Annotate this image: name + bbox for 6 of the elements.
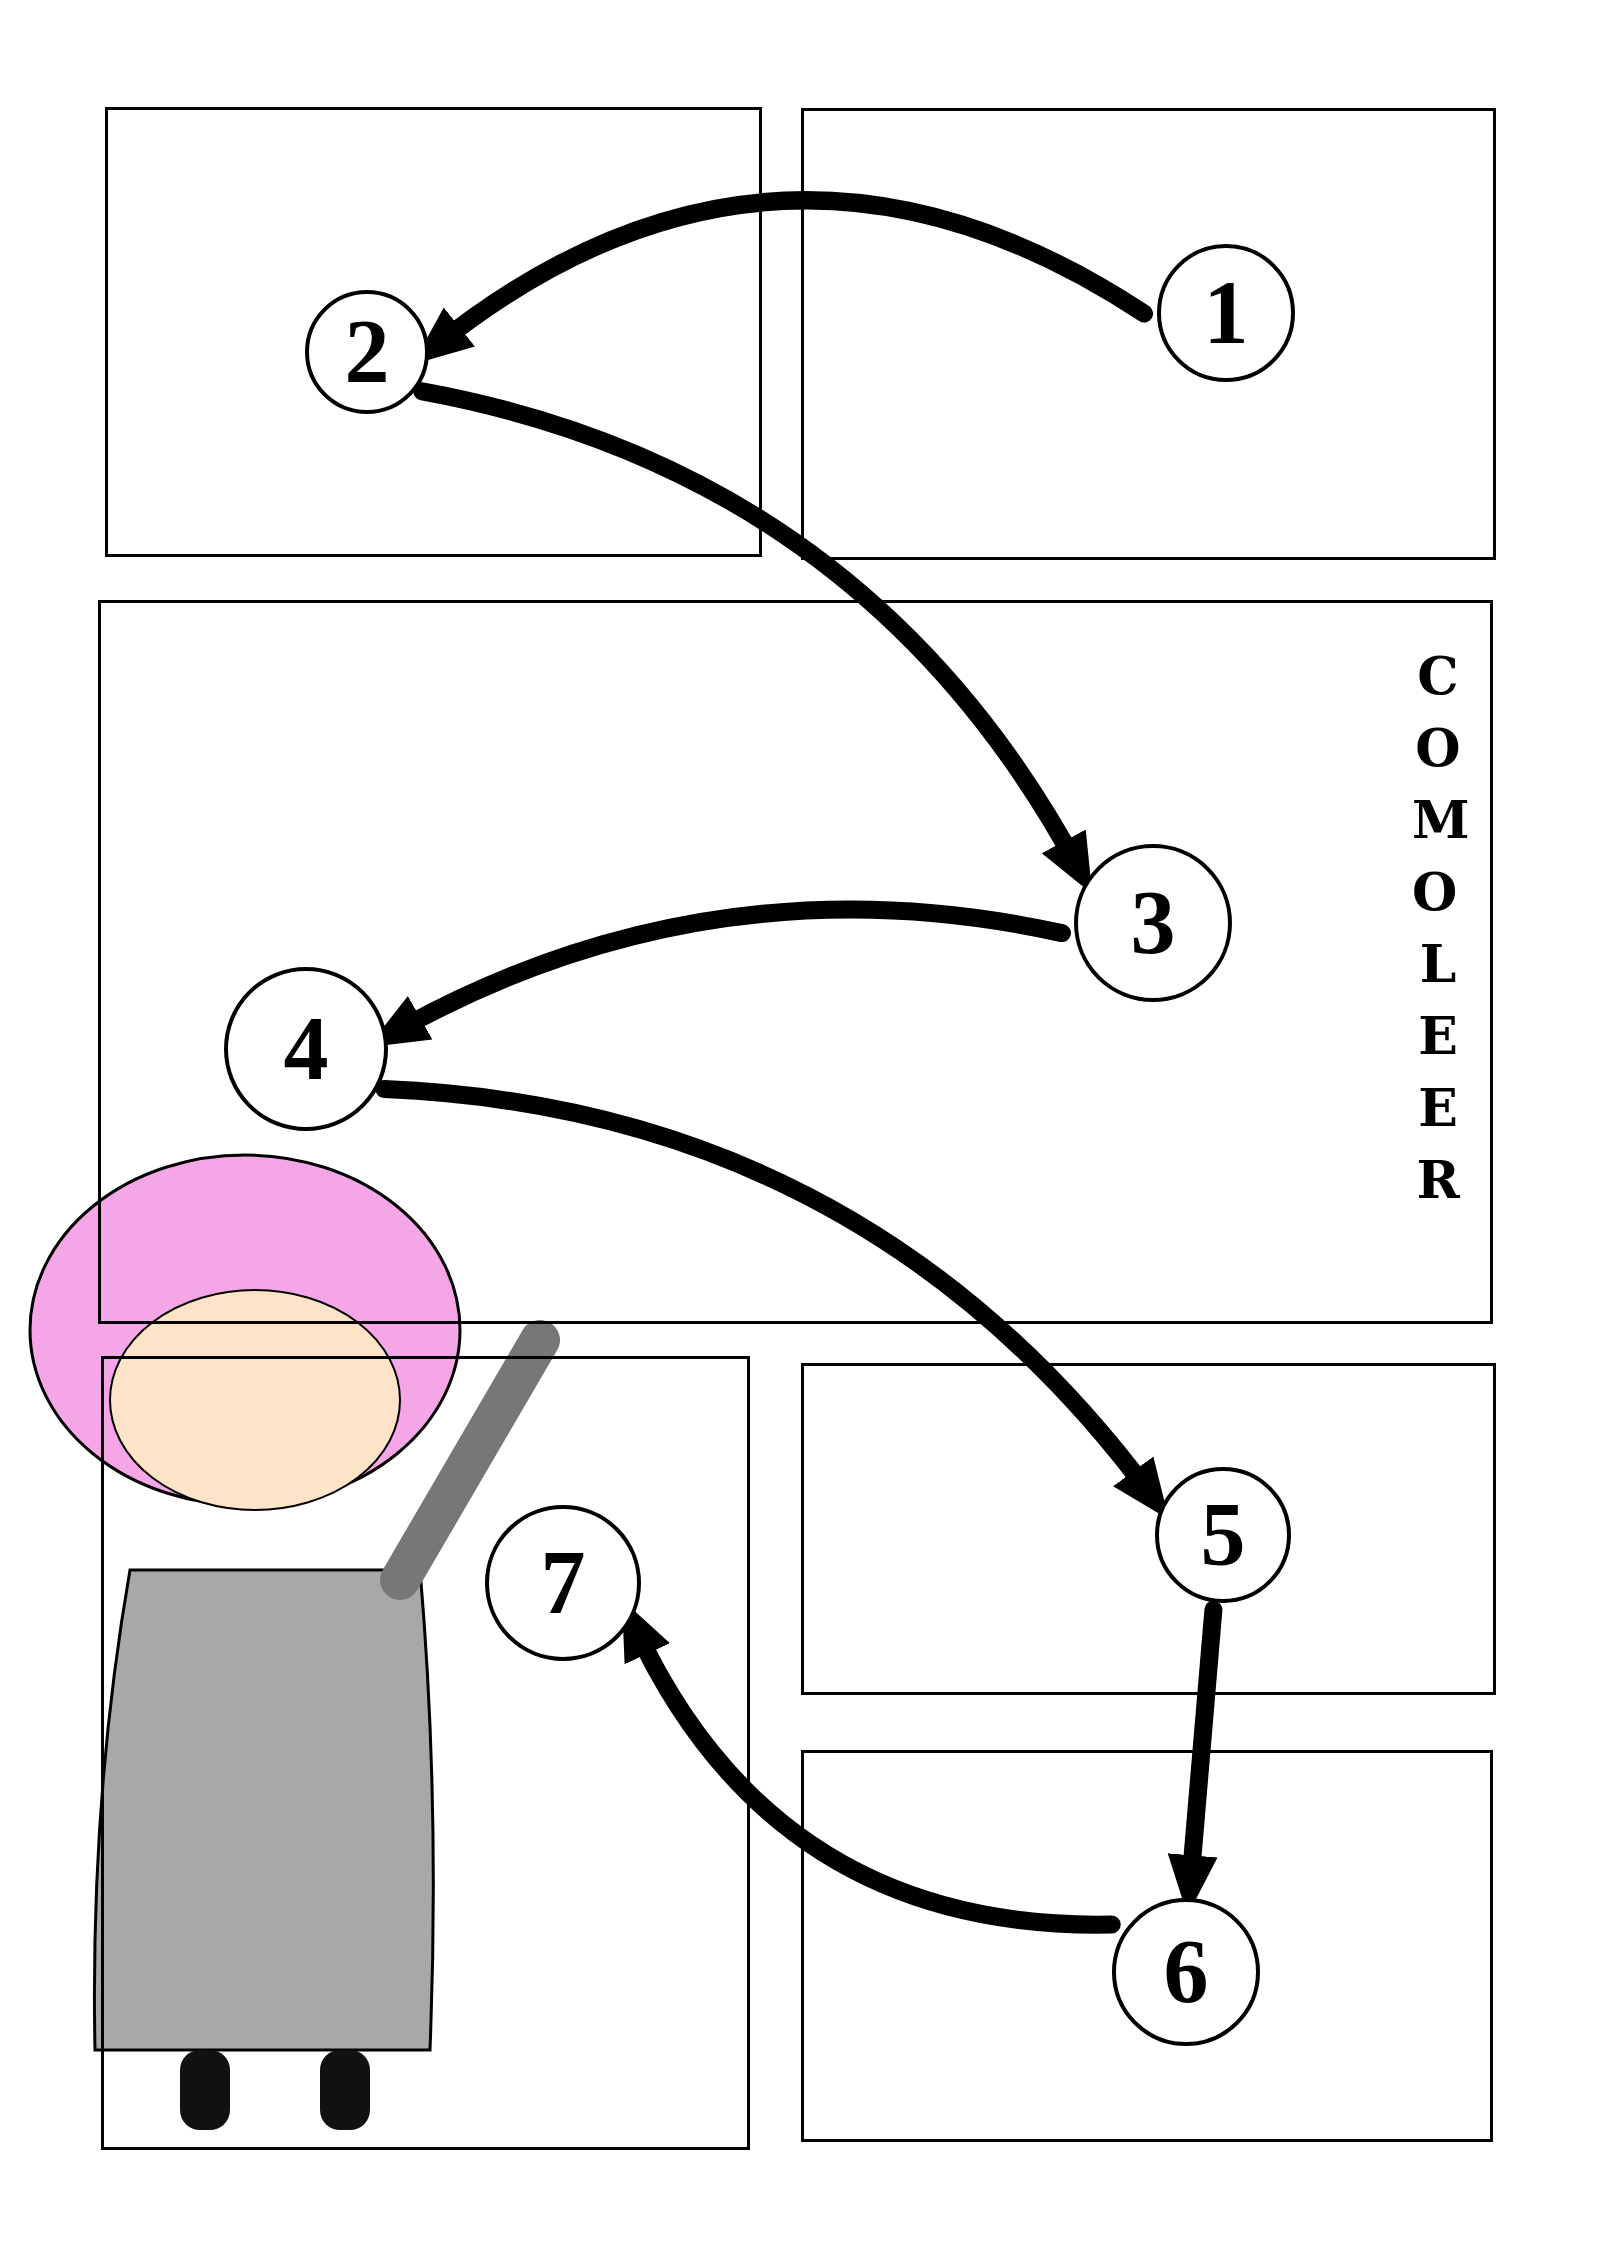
comic-panel	[801, 108, 1496, 560]
comic-panel	[101, 1356, 750, 2150]
comic-panel	[801, 1363, 1496, 1695]
comic-panel	[801, 1750, 1493, 2142]
comic-panel	[105, 107, 762, 557]
comic-panel	[98, 600, 1493, 1324]
